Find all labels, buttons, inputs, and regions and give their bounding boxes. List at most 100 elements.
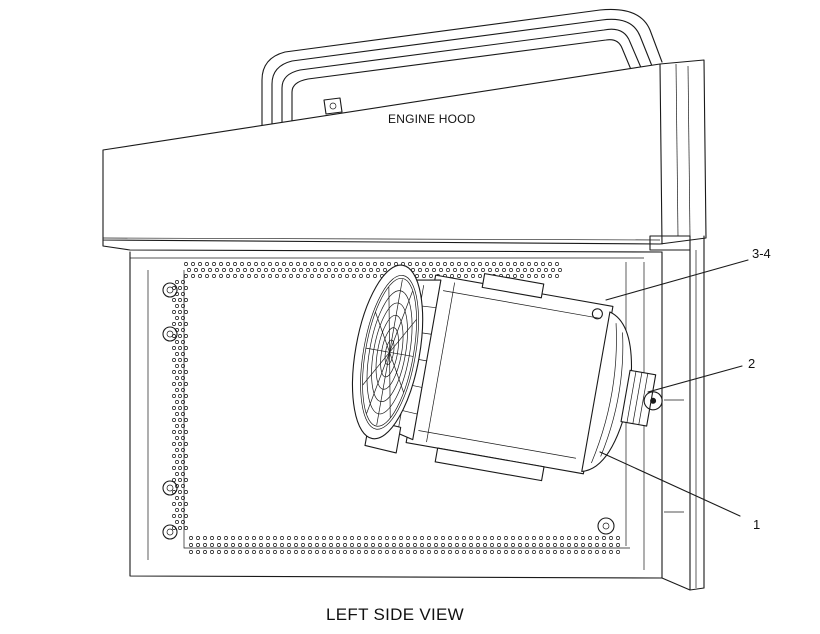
perforation-dot [464,262,468,266]
perforation-dot [474,268,478,272]
perforation-dot [541,262,545,266]
perforation-dot [476,543,480,547]
perforation-dot [331,274,335,278]
perforation-dot [525,536,529,540]
perforation-dot [196,550,200,554]
perforation-dot [406,543,410,547]
perforation-dot [259,543,263,547]
perforation-dot [184,490,188,494]
perforation-dot [303,262,307,266]
grille-spoke [376,352,390,426]
perforation-dot [504,550,508,554]
perforation-dot [345,262,349,266]
perforation-dot [254,274,258,278]
perforation-dot [198,262,202,266]
perforation-dot [425,268,429,272]
perforation-dot [296,274,300,278]
perforation-dot [609,543,613,547]
perforation-dot [217,550,221,554]
perforation-dot [233,262,237,266]
perforation-dot [399,536,403,540]
perforation-dot [408,262,412,266]
perforation-dot [194,268,198,272]
perforation-dot [184,334,188,338]
perforation-dot [172,466,176,470]
perforation-dot [178,310,182,314]
perforation-dot [609,550,613,554]
perforation-dot [467,268,471,272]
perforation-dot [338,274,342,278]
leader-lines [599,259,749,517]
perforation-dot [172,454,176,458]
perforation-dot [443,262,447,266]
perforation-dot [350,536,354,540]
perforation-dot [448,543,452,547]
perforation-dot [175,352,179,356]
perforation-dot [294,543,298,547]
perforation-dot [175,472,179,476]
perforation-dot [306,268,310,272]
perforation-dot [406,536,410,540]
perforation-dot [301,550,305,554]
perforation-dot [334,268,338,272]
perforation-dot [189,543,193,547]
perforation-dot [331,262,335,266]
perforation-dot [233,274,237,278]
alternator [352,264,663,482]
perforation-dot [292,268,296,272]
perforation-dot [532,536,536,540]
perforation-dot [392,536,396,540]
perforation-dot [359,262,363,266]
perforation-dot [420,536,424,540]
perforation-dot [602,536,606,540]
perforation-dot [184,274,188,278]
perforation-dot [259,536,263,540]
perforation-dot [527,274,531,278]
perforation-dot [455,536,459,540]
perforation-dot [224,543,228,547]
perforation-dot [516,268,520,272]
perforation-dot [434,550,438,554]
perforation-dot [469,543,473,547]
perforation-dot [210,536,214,540]
perforation-dot [366,262,370,266]
callout-1: 1 [753,517,761,532]
perforation-dot [231,543,235,547]
perforation-dot [530,268,534,272]
perforation-dot [187,268,191,272]
perforation-dot [172,490,176,494]
perforation-dot [399,543,403,547]
perforation-dot [567,543,571,547]
perforation-dot [546,550,550,554]
perforation-dot [181,388,185,392]
perforation-dot [455,543,459,547]
perforation-dot [175,316,179,320]
perforation-dot [532,550,536,554]
perforation-dot [455,550,459,554]
perforation-dot [282,274,286,278]
perforation-dot [315,550,319,554]
perforation-dot [537,268,541,272]
perforation-dot [464,274,468,278]
perforation-dot [217,536,221,540]
perforation-dot [224,550,228,554]
perforation-dot [191,262,195,266]
perforation-dot [178,322,182,326]
perforation-dot [196,543,200,547]
perforation-dot [178,334,182,338]
perforation-dot [511,536,515,540]
perforation-dot [261,274,265,278]
perforation-dot [364,550,368,554]
perforation-dot [175,460,179,464]
perforation-dot [574,543,578,547]
perforation-dot [509,268,513,272]
perforation-dot [205,274,209,278]
perforation-dot [184,442,188,446]
perforation-dot [387,262,391,266]
perforation-dot [485,262,489,266]
perforation-dot [350,543,354,547]
perforation-dot [322,550,326,554]
perforation-dot [504,536,508,540]
perforation-dot [462,550,466,554]
perforation-dot [289,274,293,278]
